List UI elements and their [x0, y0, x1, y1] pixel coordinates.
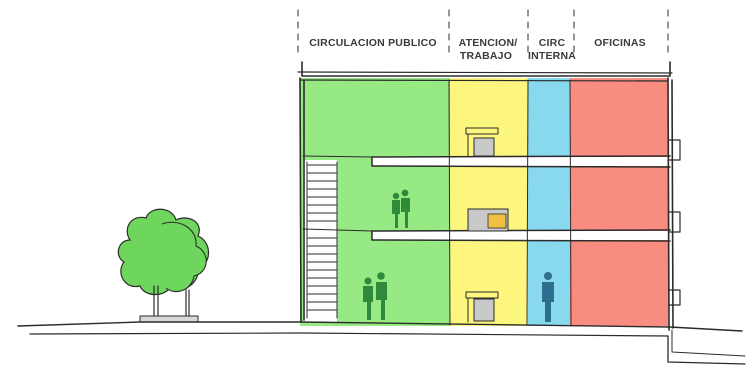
zone-fill-oficinas	[570, 78, 668, 326]
desk-icon	[465, 127, 499, 157]
zone-dividers	[297, 9, 669, 57]
person-icon	[363, 277, 373, 320]
label-oficinas: OFICINAS	[594, 37, 646, 49]
person-icon	[376, 272, 387, 320]
desk-icon	[467, 208, 509, 232]
person-icon	[392, 192, 400, 228]
person-icons	[363, 189, 554, 322]
ground-line	[17, 321, 746, 365]
floor-slabs	[302, 155, 671, 242]
stair-core	[303, 160, 337, 322]
label-atencion-trabajo-line2: TRABAJO	[460, 50, 512, 62]
zone-fills	[300, 78, 668, 326]
stair-icon	[306, 161, 338, 319]
label-circ-interna-line1: CIRC	[539, 37, 566, 49]
label-circulacion-publico: CIRCULACION PUBLICO	[309, 37, 436, 49]
building-outline	[297, 61, 681, 331]
tree-icon	[117, 208, 210, 323]
desk-icon	[465, 291, 499, 323]
person-icon	[542, 272, 554, 322]
label-atencion-trabajo-line1: ATENCION/	[459, 37, 518, 49]
label-circ-interna-line2: INTERNA	[528, 50, 576, 62]
desk-icons	[465, 127, 509, 323]
zone-labels: CIRCULACION PUBLICO ATENCION/ TRABAJO CI…	[309, 37, 646, 62]
zone-fill-atencion-trabajo	[450, 78, 528, 326]
slab-upper	[372, 157, 670, 166]
person-icon	[401, 189, 410, 228]
slab-lower	[372, 231, 670, 240]
